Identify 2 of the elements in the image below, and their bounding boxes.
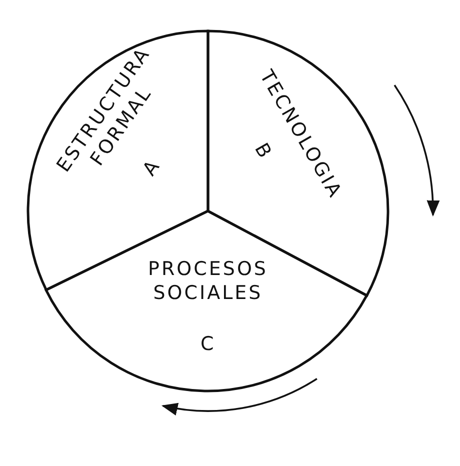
sector-label: PROCESOS SOCIALES [147,258,269,306]
sector-letter: C [200,333,216,357]
